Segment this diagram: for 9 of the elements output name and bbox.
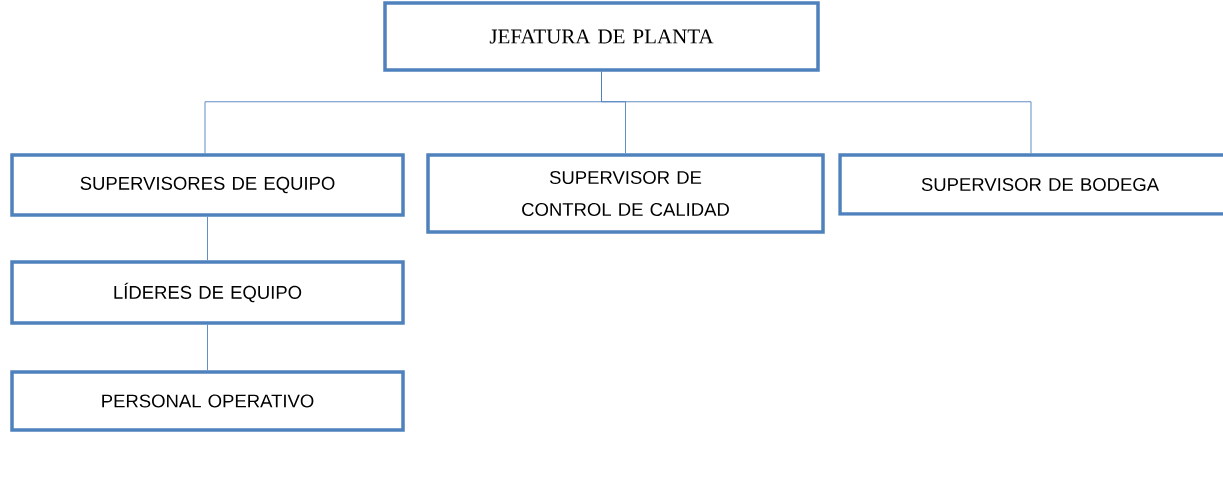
connector-line bbox=[207, 216, 208, 261]
org-box: PERSONAL OPERATIVO bbox=[10, 370, 405, 432]
org-box: LÍDERES DE EQUIPO bbox=[10, 260, 405, 325]
org-box: JEFATURA DE PLANTA bbox=[383, 1, 820, 72]
org-box: SUPERVISOR DE BODEGA bbox=[838, 153, 1223, 216]
org-box: SUPERVISOR DE CONTROL DE CALIDAD bbox=[426, 153, 825, 234]
connector-line bbox=[601, 71, 1032, 154]
connector-line bbox=[207, 324, 208, 371]
org-box: SUPERVISORES DE EQUIPO bbox=[10, 153, 405, 217]
